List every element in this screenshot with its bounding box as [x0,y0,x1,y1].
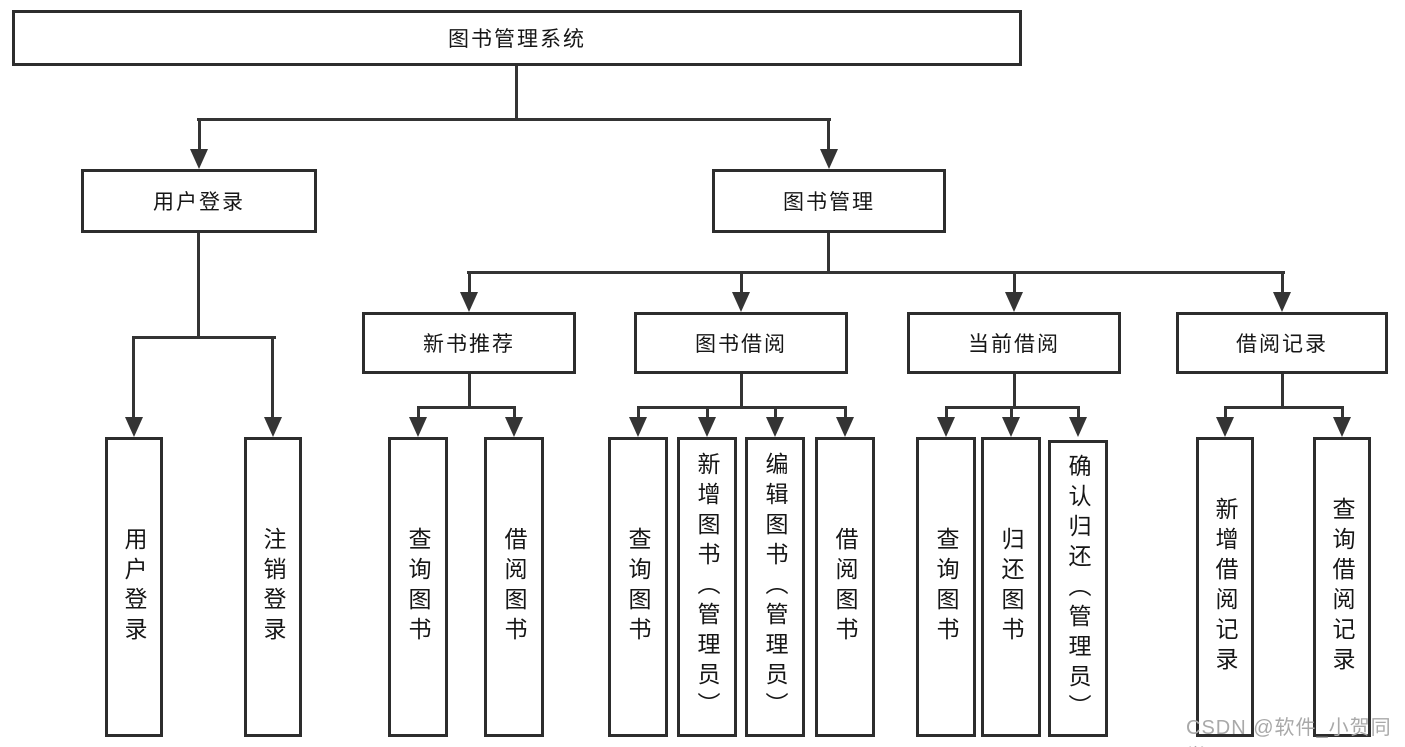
node-borrow-records-label: 借阅记录 [1236,333,1328,356]
connector-line [827,118,830,153]
leaf-edit-books-admin-label: 编辑图书（管理员） [762,452,788,722]
connector-line [1224,406,1344,409]
connector-line [198,118,201,153]
arrow-down-icon [1333,417,1351,437]
arrow-down-icon [937,417,955,437]
arrow-down-icon [1273,292,1291,312]
node-book-management: 图书管理 [712,169,946,233]
connector-line [197,118,831,121]
leaf-borrow-books-1: 借阅图书 [484,437,544,737]
connector-line [417,406,420,420]
connector-line [1281,374,1284,408]
leaf-query-books-1-label: 查询图书 [405,527,431,647]
node-book-borrow-label: 图书借阅 [695,333,787,356]
arrow-down-icon [629,417,647,437]
arrow-down-icon [766,417,784,437]
node-book-management-label: 图书管理 [783,191,875,214]
connector-line [1013,271,1016,295]
leaf-add-borrow-record-label: 新增借阅记录 [1212,497,1238,677]
node-current-borrow: 当前借阅 [907,312,1121,374]
connector-line [1281,271,1284,295]
connector-line [468,271,471,295]
connector-line [132,336,276,339]
leaf-add-books-admin: 新增图书（管理员） [677,437,737,737]
arrow-down-icon [1216,417,1234,437]
arrow-down-icon [125,417,143,437]
arrow-down-icon [836,417,854,437]
node-new-book-recommend-label: 新书推荐 [423,333,515,356]
leaf-return-books: 归还图书 [981,437,1041,737]
node-user-login-label: 用户登录 [153,191,245,214]
arrow-down-icon [190,149,208,169]
connector-line [706,406,709,420]
connector-line [945,406,948,420]
arrow-down-icon [460,292,478,312]
node-borrow-records: 借阅记录 [1176,312,1388,374]
leaf-user-login: 用户登录 [105,437,163,737]
leaf-borrow-books-1-label: 借阅图书 [501,527,527,647]
leaf-borrow-books-2-label: 借阅图书 [832,527,858,647]
node-user-login: 用户登录 [81,169,317,233]
connector-line [637,406,847,409]
arrow-down-icon [732,292,750,312]
leaf-confirm-return-admin-label: 确认归还（管理员） [1065,453,1091,724]
connector-line [515,66,518,121]
leaf-query-books-1: 查询图书 [388,437,448,737]
leaf-return-books-label: 归还图书 [998,527,1024,647]
node-current-borrow-label: 当前借阅 [968,333,1060,356]
leaf-query-borrow-record: 查询借阅记录 [1313,437,1371,737]
connector-line [132,336,135,420]
leaf-user-login-label: 用户登录 [121,527,147,647]
csdn-watermark: CSDN @软件_小贺同学 [1186,717,1392,747]
connector-line [1224,406,1227,420]
leaf-query-books-3: 查询图书 [916,437,976,737]
connector-line [467,271,1285,274]
leaf-add-books-admin-label: 新增图书（管理员） [694,452,720,722]
connector-line [1010,406,1013,420]
connector-line [1341,406,1344,420]
arrow-down-icon [1005,292,1023,312]
node-root-label: 图书管理系统 [448,28,586,51]
leaf-confirm-return-admin: 确认归还（管理员） [1048,440,1108,737]
connector-line [468,374,471,408]
connector-line [417,406,516,409]
connector-line [637,406,640,420]
arrow-down-icon [820,149,838,169]
arrow-down-icon [1069,417,1087,437]
connector-line [1013,374,1016,408]
leaf-edit-books-admin: 编辑图书（管理员） [745,437,805,737]
connector-line [513,406,516,420]
arrow-down-icon [264,417,282,437]
leaf-query-books-2: 查询图书 [608,437,668,737]
connector-line [774,406,777,420]
arrow-down-icon [409,417,427,437]
connector-line [740,271,743,295]
connector-line [1077,406,1080,420]
leaf-borrow-books-2: 借阅图书 [815,437,875,737]
connector-line [844,406,847,420]
leaf-query-books-2-label: 查询图书 [625,527,651,647]
leaf-logout-label: 注销登录 [260,527,286,647]
connector-line [271,336,274,420]
leaf-logout: 注销登录 [244,437,302,737]
arrow-down-icon [1002,417,1020,437]
node-book-borrow: 图书借阅 [634,312,848,374]
node-root: 图书管理系统 [12,10,1022,66]
leaf-query-books-3-label: 查询图书 [933,527,959,647]
leaf-query-borrow-record-label: 查询借阅记录 [1329,497,1355,677]
arrow-down-icon [505,417,523,437]
connector-line [827,233,830,271]
connector-line [740,374,743,408]
node-new-book-recommend: 新书推荐 [362,312,576,374]
connector-line [197,233,200,336]
leaf-add-borrow-record: 新增借阅记录 [1196,437,1254,737]
arrow-down-icon [698,417,716,437]
